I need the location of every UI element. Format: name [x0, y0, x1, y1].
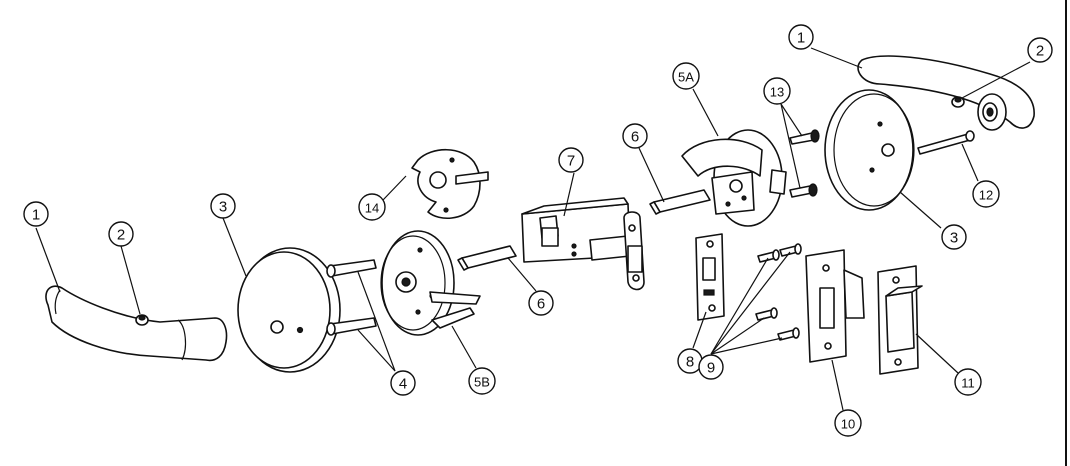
svg-text:4: 4 — [399, 376, 407, 393]
svg-text:1: 1 — [797, 30, 805, 47]
callout-setscrew-left: 2 — [108, 221, 134, 247]
screws-strike — [755, 243, 802, 341]
svg-text:14: 14 — [365, 201, 379, 216]
svg-text:9: 9 — [707, 360, 715, 377]
svg-text:11: 11 — [961, 376, 975, 391]
callout-latch: 7 — [558, 147, 584, 173]
callout-rose-right: 3 — [941, 224, 967, 250]
callout-chassis-screws: 13 — [763, 77, 791, 105]
spacer-plate — [411, 149, 489, 219]
spindle-right — [649, 189, 711, 215]
callout-chassis-outside: 5B — [468, 367, 496, 395]
turn-pin — [917, 130, 975, 155]
svg-text:2: 2 — [117, 227, 125, 244]
leader-lines — [35, 47, 1031, 411]
rose-left — [237, 247, 341, 373]
svg-text:8: 8 — [686, 354, 694, 371]
svg-text:6: 6 — [631, 129, 639, 146]
svg-text:7: 7 — [567, 153, 575, 170]
svg-text:2: 2 — [1036, 43, 1044, 60]
chassis-screws — [789, 129, 820, 198]
svg-text:5B: 5B — [474, 375, 490, 390]
svg-text:6: 6 — [537, 296, 545, 313]
callout-rose-left: 3 — [210, 193, 236, 219]
callout-chassis-inside: 5A — [672, 62, 700, 90]
setscrew-right — [951, 96, 965, 108]
callout-lever-right: 1 — [788, 24, 814, 50]
dust-box — [877, 265, 923, 375]
callout-spacer-plate: 14 — [358, 193, 386, 221]
callout-strike: 10 — [834, 409, 862, 437]
chassis-outside — [380, 230, 481, 336]
callout-spindle-right: 6 — [622, 123, 648, 149]
svg-text:5A: 5A — [678, 70, 694, 85]
callout-screws-strike: 9 — [698, 354, 724, 380]
callout-dust-box: 11 — [954, 368, 982, 396]
callout-lever-left: 1 — [23, 201, 49, 227]
callout-spindle-left: 6 — [528, 290, 554, 316]
callout-turn-pin: 12 — [972, 180, 1000, 208]
svg-text:3: 3 — [219, 199, 227, 216]
setscrew-left — [135, 314, 149, 326]
latch — [521, 197, 645, 291]
callout-setscrew-right: 2 — [1027, 37, 1053, 63]
faceplate — [695, 233, 725, 321]
svg-text:12: 12 — [979, 188, 993, 203]
lever-right — [857, 55, 1035, 131]
callout-mount-screws: 4 — [390, 370, 416, 396]
callout-faceplate: 8 — [677, 348, 703, 374]
svg-text:10: 10 — [841, 417, 855, 432]
mount-screws — [326, 259, 377, 336]
rose-right — [824, 89, 915, 211]
lever-left — [45, 285, 228, 362]
svg-text:13: 13 — [770, 85, 784, 100]
spindle-left — [457, 245, 517, 271]
svg-text:3: 3 — [950, 230, 958, 247]
chassis-inside — [681, 129, 787, 227]
svg-text:1: 1 — [32, 207, 40, 224]
strike — [805, 249, 865, 363]
